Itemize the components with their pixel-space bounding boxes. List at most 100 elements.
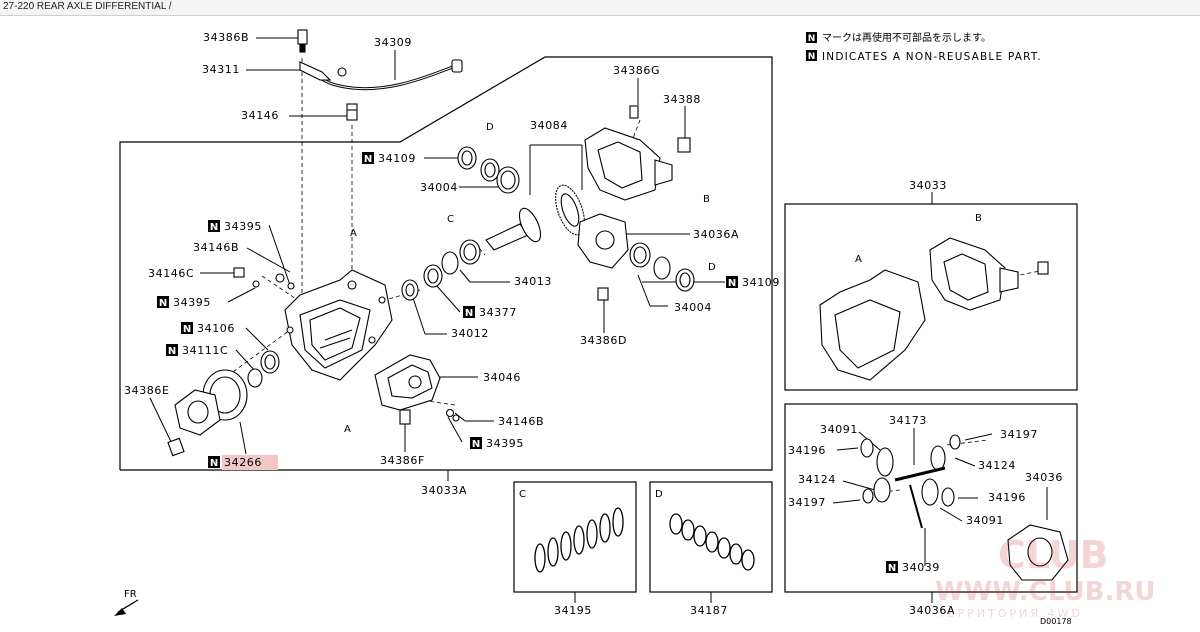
callout-34109: N 34109 (362, 152, 416, 165)
callout-34197: 34197 (788, 496, 826, 509)
part-number-label: 34386B (203, 31, 249, 44)
callout-34091: 34091 (820, 423, 857, 436)
callout-34173: 34173 (889, 414, 926, 427)
shim-set-c-illustration (534, 507, 624, 573)
section-letter-c: C (447, 214, 454, 225)
part-number-label: 34111C (182, 344, 228, 357)
part-number-label: 34036A (693, 228, 739, 241)
part-number-label: 34196 (988, 491, 1026, 504)
part-number-label: 34084 (530, 119, 568, 132)
part-number-label: 34386F (380, 454, 425, 467)
callout-34311: 34311 (202, 63, 240, 76)
callout-34004: 34004 (674, 301, 712, 314)
callout-34036A: 34036A (909, 604, 955, 617)
drive-pinion-and-ring-gear (485, 184, 585, 251)
part-number-label: 34146B (498, 415, 544, 428)
part-number-label: 34196 (788, 444, 826, 457)
part-number-label: 34195 (554, 604, 592, 617)
part-number-label: 34388 (663, 93, 701, 106)
part-number-label: 34004 (674, 301, 712, 314)
callout-34266: N 34266 (208, 455, 278, 470)
non-reusable-badge (157, 296, 169, 308)
callout-34124: 34124 (978, 459, 1015, 472)
callout-34187: 34187 (690, 604, 727, 617)
parts-diagram: .ln { stroke:#000; stroke-width:1; fill:… (114, 29, 1155, 626)
legend-text-jp: マークは再使用不可部品を示します。 (822, 31, 991, 44)
non-reusable-badge (208, 456, 220, 468)
callout-34395: N 34395 (157, 296, 211, 309)
callout-34033A: 34033A (421, 484, 467, 497)
non-reusable-badge-label: N (168, 346, 176, 357)
non-reusable-badge-label: N (888, 563, 896, 574)
main-assembly-frame (119, 56, 773, 471)
non-reusable-badge (181, 322, 193, 334)
callout-34091: 34091 (966, 514, 1003, 527)
part-number-label: 34311 (202, 63, 240, 76)
callout-34146C: 34146C (148, 267, 194, 280)
non-reusable-badge-label: N (159, 298, 167, 309)
part-number-label: 34266 (224, 456, 262, 469)
front-direction-arrow: FR (114, 589, 139, 616)
section-letter-a: A (855, 254, 862, 265)
svg-text:N: N (808, 52, 816, 62)
part-number-label: 34109 (742, 276, 780, 289)
part-number-label: 34046 (483, 371, 521, 384)
non-reusable-badge-label: N (210, 458, 218, 469)
window-title-bar: 27-220 REAR AXLE DIFFERENTIAL / (0, 0, 1200, 16)
non-reusable-badge (208, 220, 220, 232)
non-reusable-badge (463, 306, 475, 318)
fr-label: FR (124, 589, 137, 600)
legend-text-en: INDICATES A NON-REUSABLE PART. (822, 51, 1042, 63)
section-letter-c: C (519, 489, 526, 500)
callout-34196: 34196 (988, 491, 1026, 504)
non-reusable-badge (166, 344, 178, 356)
part-number-label: 34395 (173, 296, 211, 309)
part-number-label: 34309 (374, 36, 412, 49)
part-number-label: 34012 (451, 327, 489, 340)
callout-34197: 34197 (1000, 428, 1038, 441)
shim-set-c-frame (513, 481, 637, 593)
section-letter-d: D (486, 122, 494, 133)
svg-text:CLUB: CLUB (998, 533, 1109, 577)
callout-34388: 34388 (663, 93, 701, 106)
carrier-housing-frame (784, 203, 1078, 391)
callout-34124: 34124 (798, 473, 835, 486)
part-number-label: 34036A (909, 604, 955, 617)
non-reusable-badge-label: N (364, 154, 372, 165)
callout-34146: 34146 (241, 109, 278, 122)
breather-hose-assembly (297, 29, 463, 121)
part-number-label: 34109 (378, 152, 416, 165)
non-reusable-badge (886, 561, 898, 573)
differential-case (577, 213, 629, 301)
companion-flange (167, 369, 248, 457)
part-number-label: 34197 (788, 496, 826, 509)
callout-34033: 34033 (909, 179, 946, 192)
shim-set-d-frame (649, 481, 773, 593)
part-number-label: 34106 (197, 322, 235, 335)
part-number-label: 34386D (580, 334, 627, 347)
section-letter-b: B (703, 194, 710, 205)
non-reusable-badge-label: N (183, 324, 191, 335)
callout-34111C: N 34111C (166, 344, 228, 357)
carrier-case-main (284, 269, 393, 381)
differential-gears-view (860, 434, 1069, 581)
callout-34084: 34084 (530, 119, 568, 132)
diagram-title: 27-220 REAR AXLE DIFFERENTIAL / (3, 1, 172, 12)
non-reusable-badge (362, 152, 374, 164)
callout-34195: 34195 (554, 604, 592, 617)
callout-34004: 34004 (420, 181, 457, 194)
part-number-label: 34197 (1000, 428, 1038, 441)
rear-cover (374, 354, 441, 425)
non-reusable-badge-label: N (472, 439, 480, 450)
callout-34046: 34046 (483, 371, 521, 384)
carrier-case-upper (584, 105, 691, 201)
callout-34036A: 34036A (693, 228, 739, 241)
legend: N マークは再使用不可部品を示します。 N INDICATES A NON-RE… (806, 31, 1042, 63)
part-number-label: 34386E (124, 384, 170, 397)
section-letter-a: A (350, 228, 357, 239)
